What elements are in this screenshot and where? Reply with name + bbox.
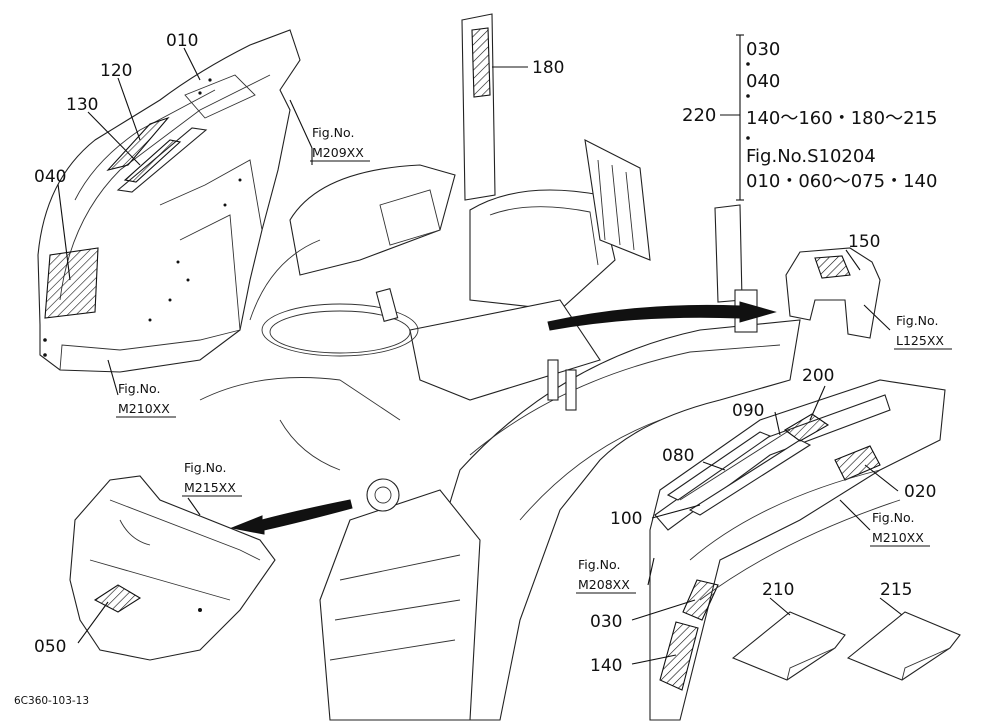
decal-180 [471, 27, 491, 98]
svg-text:M209XX: M209XX [312, 145, 364, 160]
svg-text:M210XX: M210XX [118, 401, 170, 416]
svg-text:M208XX: M208XX [578, 577, 630, 592]
label-180: 180 [532, 58, 564, 78]
svg-text:Fig.No.: Fig.No. [118, 381, 160, 396]
figref-m215: Fig.No. M215XX [182, 460, 242, 497]
svg-text:Fig.No.: Fig.No. [872, 510, 914, 525]
label-220: 220 [682, 105, 716, 126]
svg-text:Fig.No.: Fig.No. [184, 460, 226, 475]
svg-text:M210XX: M210XX [872, 530, 924, 545]
group-list-row-2: 040 [746, 71, 780, 92]
drawing-code: 6C360-103-13 [14, 695, 89, 707]
decal-140 [659, 621, 699, 691]
label-210: 210 [762, 580, 794, 600]
svg-text:L125XX: L125XX [896, 333, 944, 348]
svg-text:M215XX: M215XX [184, 480, 236, 495]
sheet-215 [846, 611, 961, 681]
part-150-drawing [785, 247, 881, 339]
decal-130 [123, 139, 182, 183]
label-140: 140 [590, 656, 622, 676]
decal-200 [784, 413, 830, 442]
group-bracket [736, 34, 750, 201]
label-200: 200 [802, 366, 834, 386]
label-030: 030 [590, 612, 622, 632]
label-130: 130 [66, 95, 98, 115]
figref-l125: Fig.No. L125XX [894, 313, 952, 350]
label-050: 050 [34, 637, 66, 657]
leader-lines [57, 47, 903, 665]
decal-120 [106, 116, 170, 171]
figref-m210-left: Fig.No. M210XX [116, 381, 176, 418]
label-150: 150 [848, 232, 880, 252]
group-list-row-1: 030 [746, 39, 780, 60]
decal-040 [44, 247, 99, 319]
sheet-210 [731, 611, 846, 681]
group-list-row-4: Fig.No.S10204 [746, 146, 876, 167]
svg-text:Fig.No.: Fig.No. [312, 125, 354, 140]
label-020: 020 [904, 482, 936, 502]
svg-text:Fig.No.: Fig.No. [578, 557, 620, 572]
label-215: 215 [880, 580, 912, 600]
decal-150 [814, 255, 851, 279]
part-050-drawing [69, 475, 276, 661]
figref-m208: Fig.No. M208XX [576, 557, 636, 594]
label-120: 120 [100, 61, 132, 81]
label-010: 010 [166, 31, 198, 51]
figref-m210-right: Fig.No. M210XX [870, 510, 930, 547]
label-040: 040 [34, 167, 66, 187]
group-list-row-3: 140～160・180～215 [746, 108, 937, 129]
left-fender-drawing [37, 29, 301, 373]
svg-text:Fig.No.: Fig.No. [896, 313, 938, 328]
label-100: 100 [610, 509, 642, 529]
group-list-row-5: 010・060～075・140 [746, 171, 937, 192]
figref-m209: Fig.No. M209XX [310, 125, 370, 162]
decal-020 [834, 445, 881, 481]
label-080: 080 [662, 446, 694, 466]
arrow-to-050 [230, 499, 353, 535]
arrow-to-150 [547, 301, 777, 331]
label-090: 090 [732, 401, 764, 421]
right-fender-drawing [649, 379, 946, 721]
